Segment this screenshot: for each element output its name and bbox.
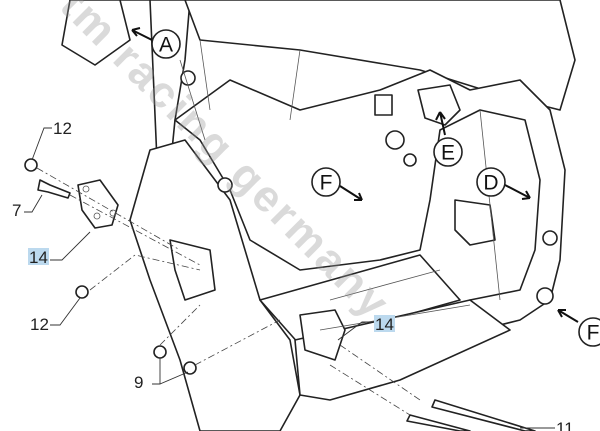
callout-a: A [151, 29, 181, 59]
part-number-14-right: 14 [375, 315, 394, 334]
svg-text:E: E [441, 142, 455, 165]
svg-text:F: F [320, 172, 333, 195]
frame [61, 0, 576, 431]
callout-d: D [476, 167, 506, 197]
hardware [24, 158, 536, 431]
part-number-12-bottom: 12 [30, 315, 49, 334]
part-number-7: 7 [12, 201, 21, 220]
callout-f-right: F [578, 317, 600, 347]
bolt-7 [37, 179, 71, 199]
leaders [24, 127, 555, 429]
nut-12-bottom [75, 285, 89, 299]
part-number-14-left: 14 [29, 248, 48, 267]
nut-9b [183, 361, 197, 375]
stud-11b [406, 414, 471, 431]
svg-text:A: A [159, 34, 173, 57]
part-number-12-top: 12 [53, 119, 72, 138]
part-number-9: 9 [134, 373, 143, 392]
callout-f-left: F [311, 167, 341, 197]
bracket-left [77, 179, 119, 229]
callout-arrows [131, 27, 579, 323]
nut-12-top [24, 158, 38, 172]
nut-9a [153, 345, 167, 359]
svg-text:D: D [483, 172, 498, 195]
part-numbers: 12 7 14 12 9 14 11 [12, 119, 574, 431]
part-number-11: 11 [556, 419, 574, 431]
callout-e: E [433, 137, 463, 167]
stud-11a [431, 399, 536, 431]
svg-text:F: F [587, 322, 600, 345]
